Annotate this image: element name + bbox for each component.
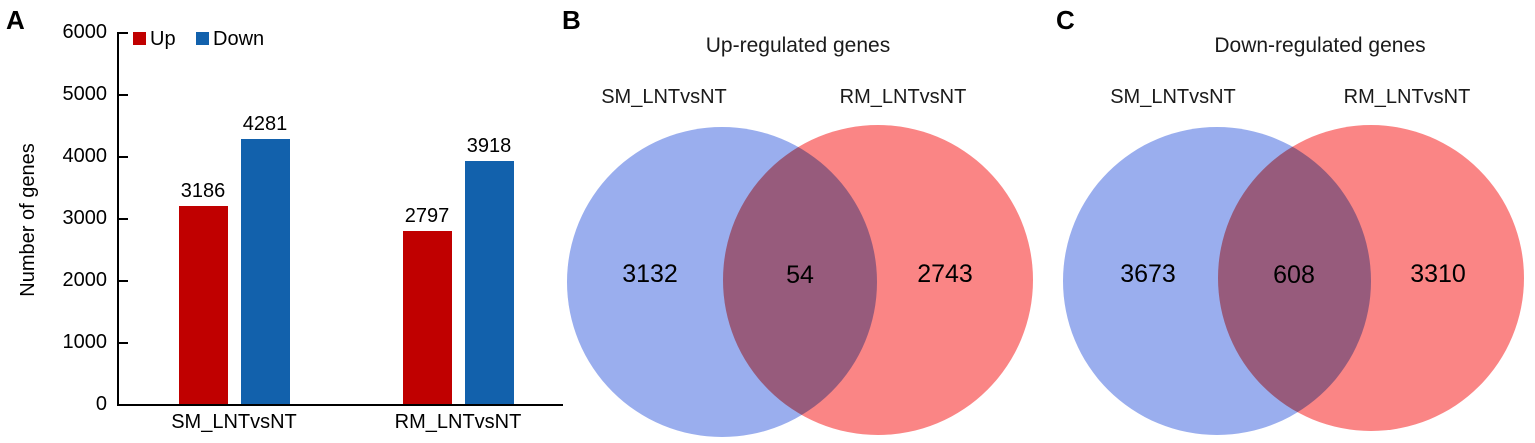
bar-down-0 bbox=[240, 139, 290, 404]
x-category-label: SM_LNTvsNT bbox=[171, 411, 297, 433]
bar-up-0 bbox=[178, 206, 228, 404]
panel-c-letter: C bbox=[1056, 5, 1075, 35]
y-tick-mark bbox=[119, 94, 128, 96]
venn-b-title: Up-regulated genes bbox=[705, 34, 891, 57]
y-axis-line bbox=[117, 32, 119, 406]
legend-swatch-down bbox=[196, 32, 209, 45]
venn-b-left-count: 3132 bbox=[622, 260, 678, 288]
venn-b-right-circle bbox=[723, 125, 1033, 435]
bar-value-label: 3918 bbox=[466, 135, 512, 157]
venn-c-overlap-count: 608 bbox=[1273, 261, 1315, 289]
y-tick-label: 3000 bbox=[62, 207, 108, 229]
venn-c-left-set-label: SM_LNTvsNT bbox=[1110, 86, 1236, 108]
bar-value-label: 3186 bbox=[180, 180, 226, 202]
venn-b-left-set-label: SM_LNTvsNT bbox=[601, 86, 727, 108]
x-axis-line bbox=[117, 404, 563, 406]
y-tick-mark bbox=[119, 280, 128, 282]
x-category-label: RM_LNTvsNT bbox=[394, 411, 522, 433]
y-tick-label: 1000 bbox=[62, 331, 108, 353]
y-tick-mark bbox=[119, 32, 128, 34]
y-tick-label: 5000 bbox=[62, 83, 108, 105]
venn-b-overlap-count: 54 bbox=[786, 261, 814, 289]
venn-c-title: Down-regulated genes bbox=[1214, 34, 1426, 57]
y-tick-label: 6000 bbox=[62, 21, 108, 43]
y-tick-mark bbox=[119, 218, 128, 220]
bar-chart: 0 1000 2000 3000 4000 5000 6000 3186 2797 4281 391… bbox=[0, 0, 600, 443]
venn-b-right-set-label: RM_LNTvsNT bbox=[839, 86, 967, 108]
y-tick-mark bbox=[119, 342, 128, 344]
venn-c-left-count: 3673 bbox=[1120, 260, 1176, 288]
panel-b-letter: B bbox=[562, 5, 581, 35]
venn-c-right-circle bbox=[1218, 125, 1524, 431]
bar-up-1 bbox=[402, 231, 452, 404]
legend-swatch-up bbox=[133, 32, 146, 45]
legend-label-down: Down bbox=[213, 28, 265, 50]
venn-b-right-count: 2743 bbox=[917, 260, 973, 288]
venn-c-right-set-label: RM_LNTvsNT bbox=[1343, 86, 1471, 108]
panel-a-letter: A bbox=[6, 5, 25, 35]
bar-value-label: 4281 bbox=[242, 113, 288, 135]
venn-c-right-count: 3310 bbox=[1410, 260, 1466, 288]
legend-label-up: Up bbox=[150, 28, 176, 50]
y-tick-mark bbox=[119, 156, 128, 158]
bar-value-label: 2797 bbox=[404, 205, 450, 227]
y-tick-label: 2000 bbox=[62, 269, 108, 291]
bar-down-1 bbox=[464, 161, 514, 404]
y-tick-label: 4000 bbox=[62, 145, 108, 167]
y-tick-label: 0 bbox=[95, 393, 107, 415]
